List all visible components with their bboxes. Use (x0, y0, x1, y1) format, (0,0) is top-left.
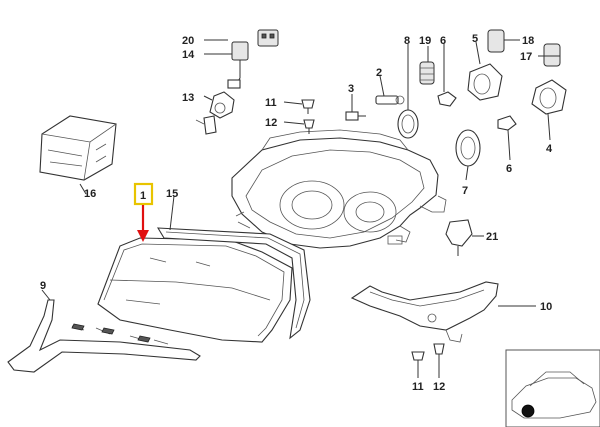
callout-16: 16 (84, 188, 96, 200)
box-part (39, 115, 117, 181)
bulbs-holders (345, 29, 567, 167)
callout-4: 4 (546, 143, 553, 155)
callout-17: 17 (520, 51, 532, 63)
highlight-part-1 (133, 182, 154, 242)
car-inset (505, 349, 600, 427)
callout-20: 20 (182, 35, 194, 47)
mounting-bracket (350, 281, 499, 343)
headlight-lens (97, 237, 293, 343)
callout-12-upper: 12 (265, 117, 277, 129)
callout-21: 21 (486, 231, 498, 243)
screws-lower (411, 343, 445, 368)
callout-11-lower: 11 (412, 381, 424, 393)
callout-12-lower: 12 (433, 381, 445, 393)
callout-14: 14 (182, 49, 195, 61)
trim-strip (7, 299, 201, 373)
callout-10: 10 (540, 301, 552, 313)
callout-1: 1 (140, 190, 146, 202)
connector-parts (195, 29, 279, 135)
callout-5: 5 (472, 33, 478, 45)
leader-lines (41, 39, 560, 378)
callout-2: 2 (376, 67, 382, 79)
callout-19: 19 (419, 35, 431, 47)
callout-15: 15 (166, 188, 178, 200)
callout-7: 7 (462, 185, 468, 197)
screws-upper (301, 99, 315, 134)
lens-gasket (156, 227, 311, 340)
callout-11-upper: 11 (265, 97, 277, 109)
callout-9: 9 (40, 280, 46, 292)
callout-6-lower: 6 (506, 163, 512, 175)
callout-13: 13 (182, 92, 194, 104)
callout-8: 8 (404, 35, 410, 47)
headlight-housing (231, 129, 447, 249)
highlight-arrowhead (137, 230, 149, 242)
clip-21 (445, 219, 473, 256)
callout-3: 3 (348, 83, 354, 95)
callout-6-upper: 6 (440, 35, 446, 47)
callout-18: 18 (522, 35, 534, 47)
callout-labels: 20 14 13 16 1 15 9 11 12 3 2 8 19 6 5 18… (40, 33, 553, 393)
highlight-box (133, 182, 154, 206)
